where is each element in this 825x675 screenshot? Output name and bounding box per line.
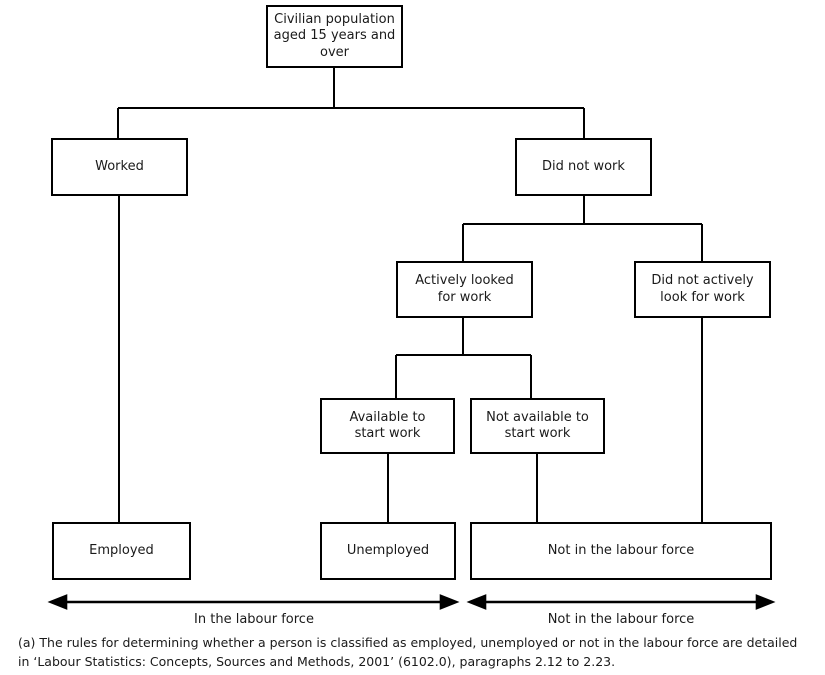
axis-arrowhead-right-1: [439, 594, 460, 610]
axis-arrowhead-left-1: [47, 594, 68, 610]
node-not-in-the-labour-force[interactable]: Not in the labour force: [470, 522, 772, 580]
node-did-not-actively-look-for-work[interactable]: Did not actively look for work: [634, 261, 771, 318]
node-not-available-to-start-work[interactable]: Not available to start work: [470, 398, 605, 454]
node-unemployed[interactable]: Unemployed: [320, 522, 456, 580]
node-actively-looked-for-work[interactable]: Actively looked for work: [396, 261, 533, 318]
node-civilian-population[interactable]: Civilian population aged 15 years and ov…: [266, 5, 403, 68]
axis-arrowhead-right-2: [755, 594, 776, 610]
axis-arrowhead-left-2: [466, 594, 487, 610]
axis-label-not-in-the-labour-force: Not in the labour force: [547, 612, 695, 627]
footnote-text: (a) The rules for determining whether a …: [18, 635, 798, 669]
node-did-not-work[interactable]: Did not work: [515, 138, 652, 196]
node-employed[interactable]: Employed: [52, 522, 191, 580]
axis-label-in-the-labour-force: In the labour force: [194, 612, 314, 627]
node-available-to-start-work[interactable]: Available to start work: [320, 398, 455, 454]
node-worked[interactable]: Worked: [51, 138, 188, 196]
